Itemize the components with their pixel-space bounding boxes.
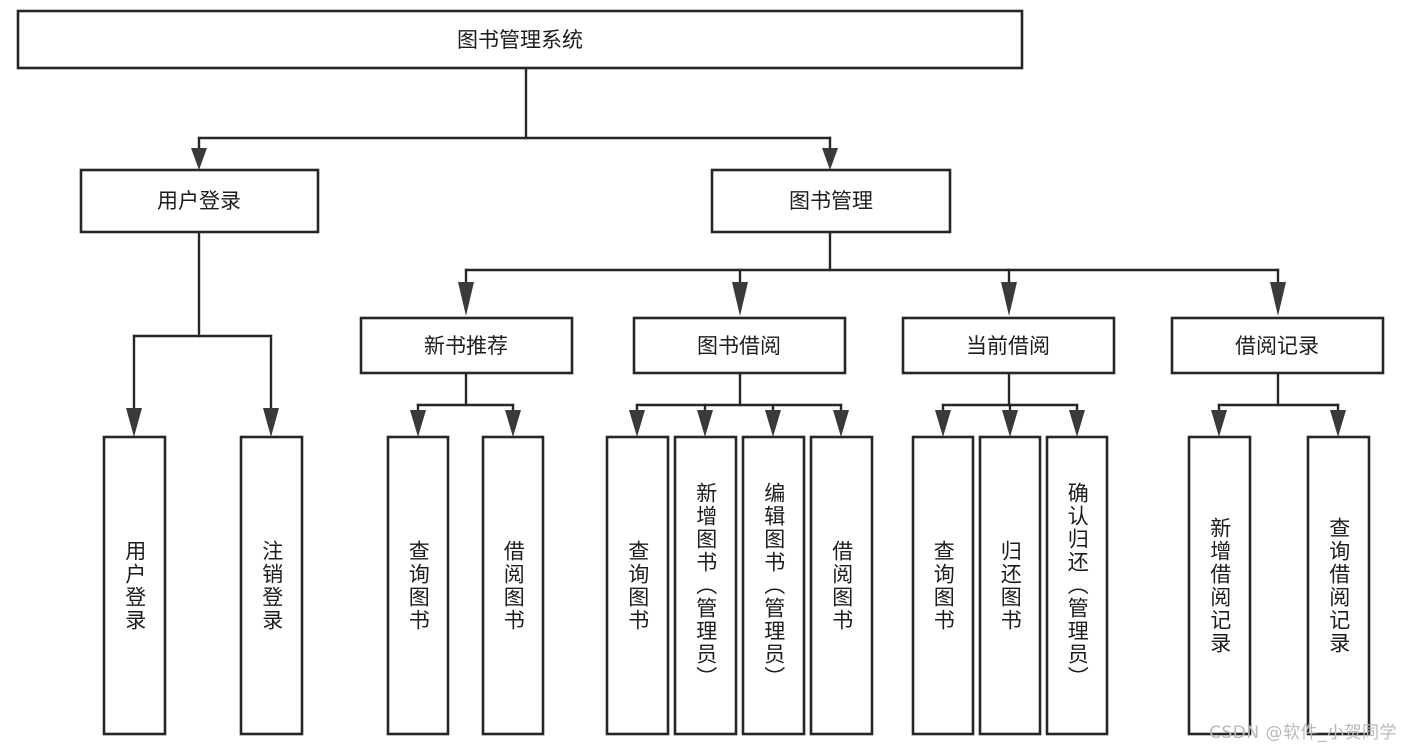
arrowhead-book-borrow-leaf-3 xyxy=(765,410,781,437)
leaf-box-current-borrow-3[interactable] xyxy=(1045,435,1109,736)
node-borrow-record-box[interactable] xyxy=(1170,316,1385,375)
leaf-box-book-borrow-2[interactable] xyxy=(673,435,738,736)
arrowhead-current-borrow-leaf-1 xyxy=(935,410,951,437)
connector-group-current-borrow xyxy=(935,371,1085,437)
leaf-box-borrow-record-1[interactable] xyxy=(1187,435,1252,736)
leaf-box-user-login-1[interactable] xyxy=(102,435,167,736)
connector-group-book-borrow xyxy=(629,371,849,437)
leaf-box-book-borrow-3[interactable] xyxy=(741,435,806,736)
arrowhead-current-borrow xyxy=(1001,282,1017,316)
arrowhead-book-borrow-leaf-1 xyxy=(629,410,645,437)
arrowhead-user-login-leaf-1 xyxy=(126,408,142,437)
node-root-system-label: 图书管理系统 xyxy=(457,28,583,52)
arrowhead-current-borrow-leaf-2 xyxy=(1002,410,1018,437)
leaf-box-book-borrow-4[interactable] xyxy=(809,435,874,736)
node-new-book-recommend[interactable]: 新书推荐 xyxy=(359,316,574,375)
csdn-watermark: CSDN @软件_小贺同学 xyxy=(1209,723,1397,743)
node-new-book-recommend-box[interactable] xyxy=(359,316,574,375)
arrowhead-borrow-record-leaf-1 xyxy=(1211,410,1227,437)
node-current-borrow[interactable]: 当前借阅 xyxy=(901,316,1116,375)
arrowhead-user-login xyxy=(191,148,207,170)
arrowhead-new-book-leaf-2 xyxy=(505,410,521,437)
arrowhead-new-book-leaf-1 xyxy=(410,410,426,437)
node-user-login-box[interactable] xyxy=(79,168,320,234)
arrowhead-current-borrow-leaf-3 xyxy=(1069,410,1085,437)
leaf-box-book-borrow-1[interactable] xyxy=(605,435,670,736)
node-book-manage-box[interactable] xyxy=(710,168,952,234)
node-user-login-label: 用户登录 xyxy=(157,189,241,213)
arrowhead-book-borrow-leaf-2 xyxy=(697,410,713,437)
node-user-login[interactable]: 用户登录 xyxy=(79,168,320,234)
node-borrow-record[interactable]: 借阅记录 xyxy=(1170,316,1385,375)
node-new-book-recommend-label: 新书推荐 xyxy=(424,334,508,358)
arrowhead-borrow-record-leaf-2 xyxy=(1330,410,1346,437)
connector-group-new-book xyxy=(410,371,521,437)
arrowhead-book-manage xyxy=(822,148,838,170)
node-current-borrow-box[interactable] xyxy=(901,316,1116,375)
leaf-box-new-book-1[interactable] xyxy=(386,435,450,736)
node-book-borrow[interactable]: 图书借阅 xyxy=(632,316,847,375)
arrowhead-borrow-record xyxy=(1270,282,1286,316)
node-root-system-box[interactable] xyxy=(16,9,1024,70)
leaf-box-current-borrow-1[interactable] xyxy=(911,435,975,736)
node-book-borrow-box[interactable] xyxy=(632,316,847,375)
arrowhead-book-borrow xyxy=(732,282,748,316)
node-borrow-record-label: 借阅记录 xyxy=(1235,334,1319,358)
connector-group-borrow-record xyxy=(1211,371,1346,437)
connector-group-book-manage xyxy=(458,230,1286,316)
node-book-borrow-label: 图书借阅 xyxy=(697,334,781,358)
leaf-box-borrow-record-2[interactable] xyxy=(1306,435,1371,736)
leaf-box-new-book-2[interactable] xyxy=(481,435,545,736)
connector-group-user-login xyxy=(126,230,279,437)
leaf-box-user-login-2[interactable] xyxy=(239,435,304,736)
node-root-system[interactable]: 图书管理系统 xyxy=(16,9,1024,70)
connector-group-root xyxy=(191,66,838,170)
node-book-manage-label: 图书管理 xyxy=(789,189,873,213)
arrowhead-book-borrow-leaf-4 xyxy=(833,410,849,437)
arrowhead-new-book xyxy=(458,282,474,316)
node-book-manage[interactable]: 图书管理 xyxy=(710,168,952,234)
leaf-box-current-borrow-2[interactable] xyxy=(978,435,1042,736)
node-current-borrow-label: 当前借阅 xyxy=(966,334,1050,358)
arrowhead-user-login-leaf-2 xyxy=(263,408,279,437)
